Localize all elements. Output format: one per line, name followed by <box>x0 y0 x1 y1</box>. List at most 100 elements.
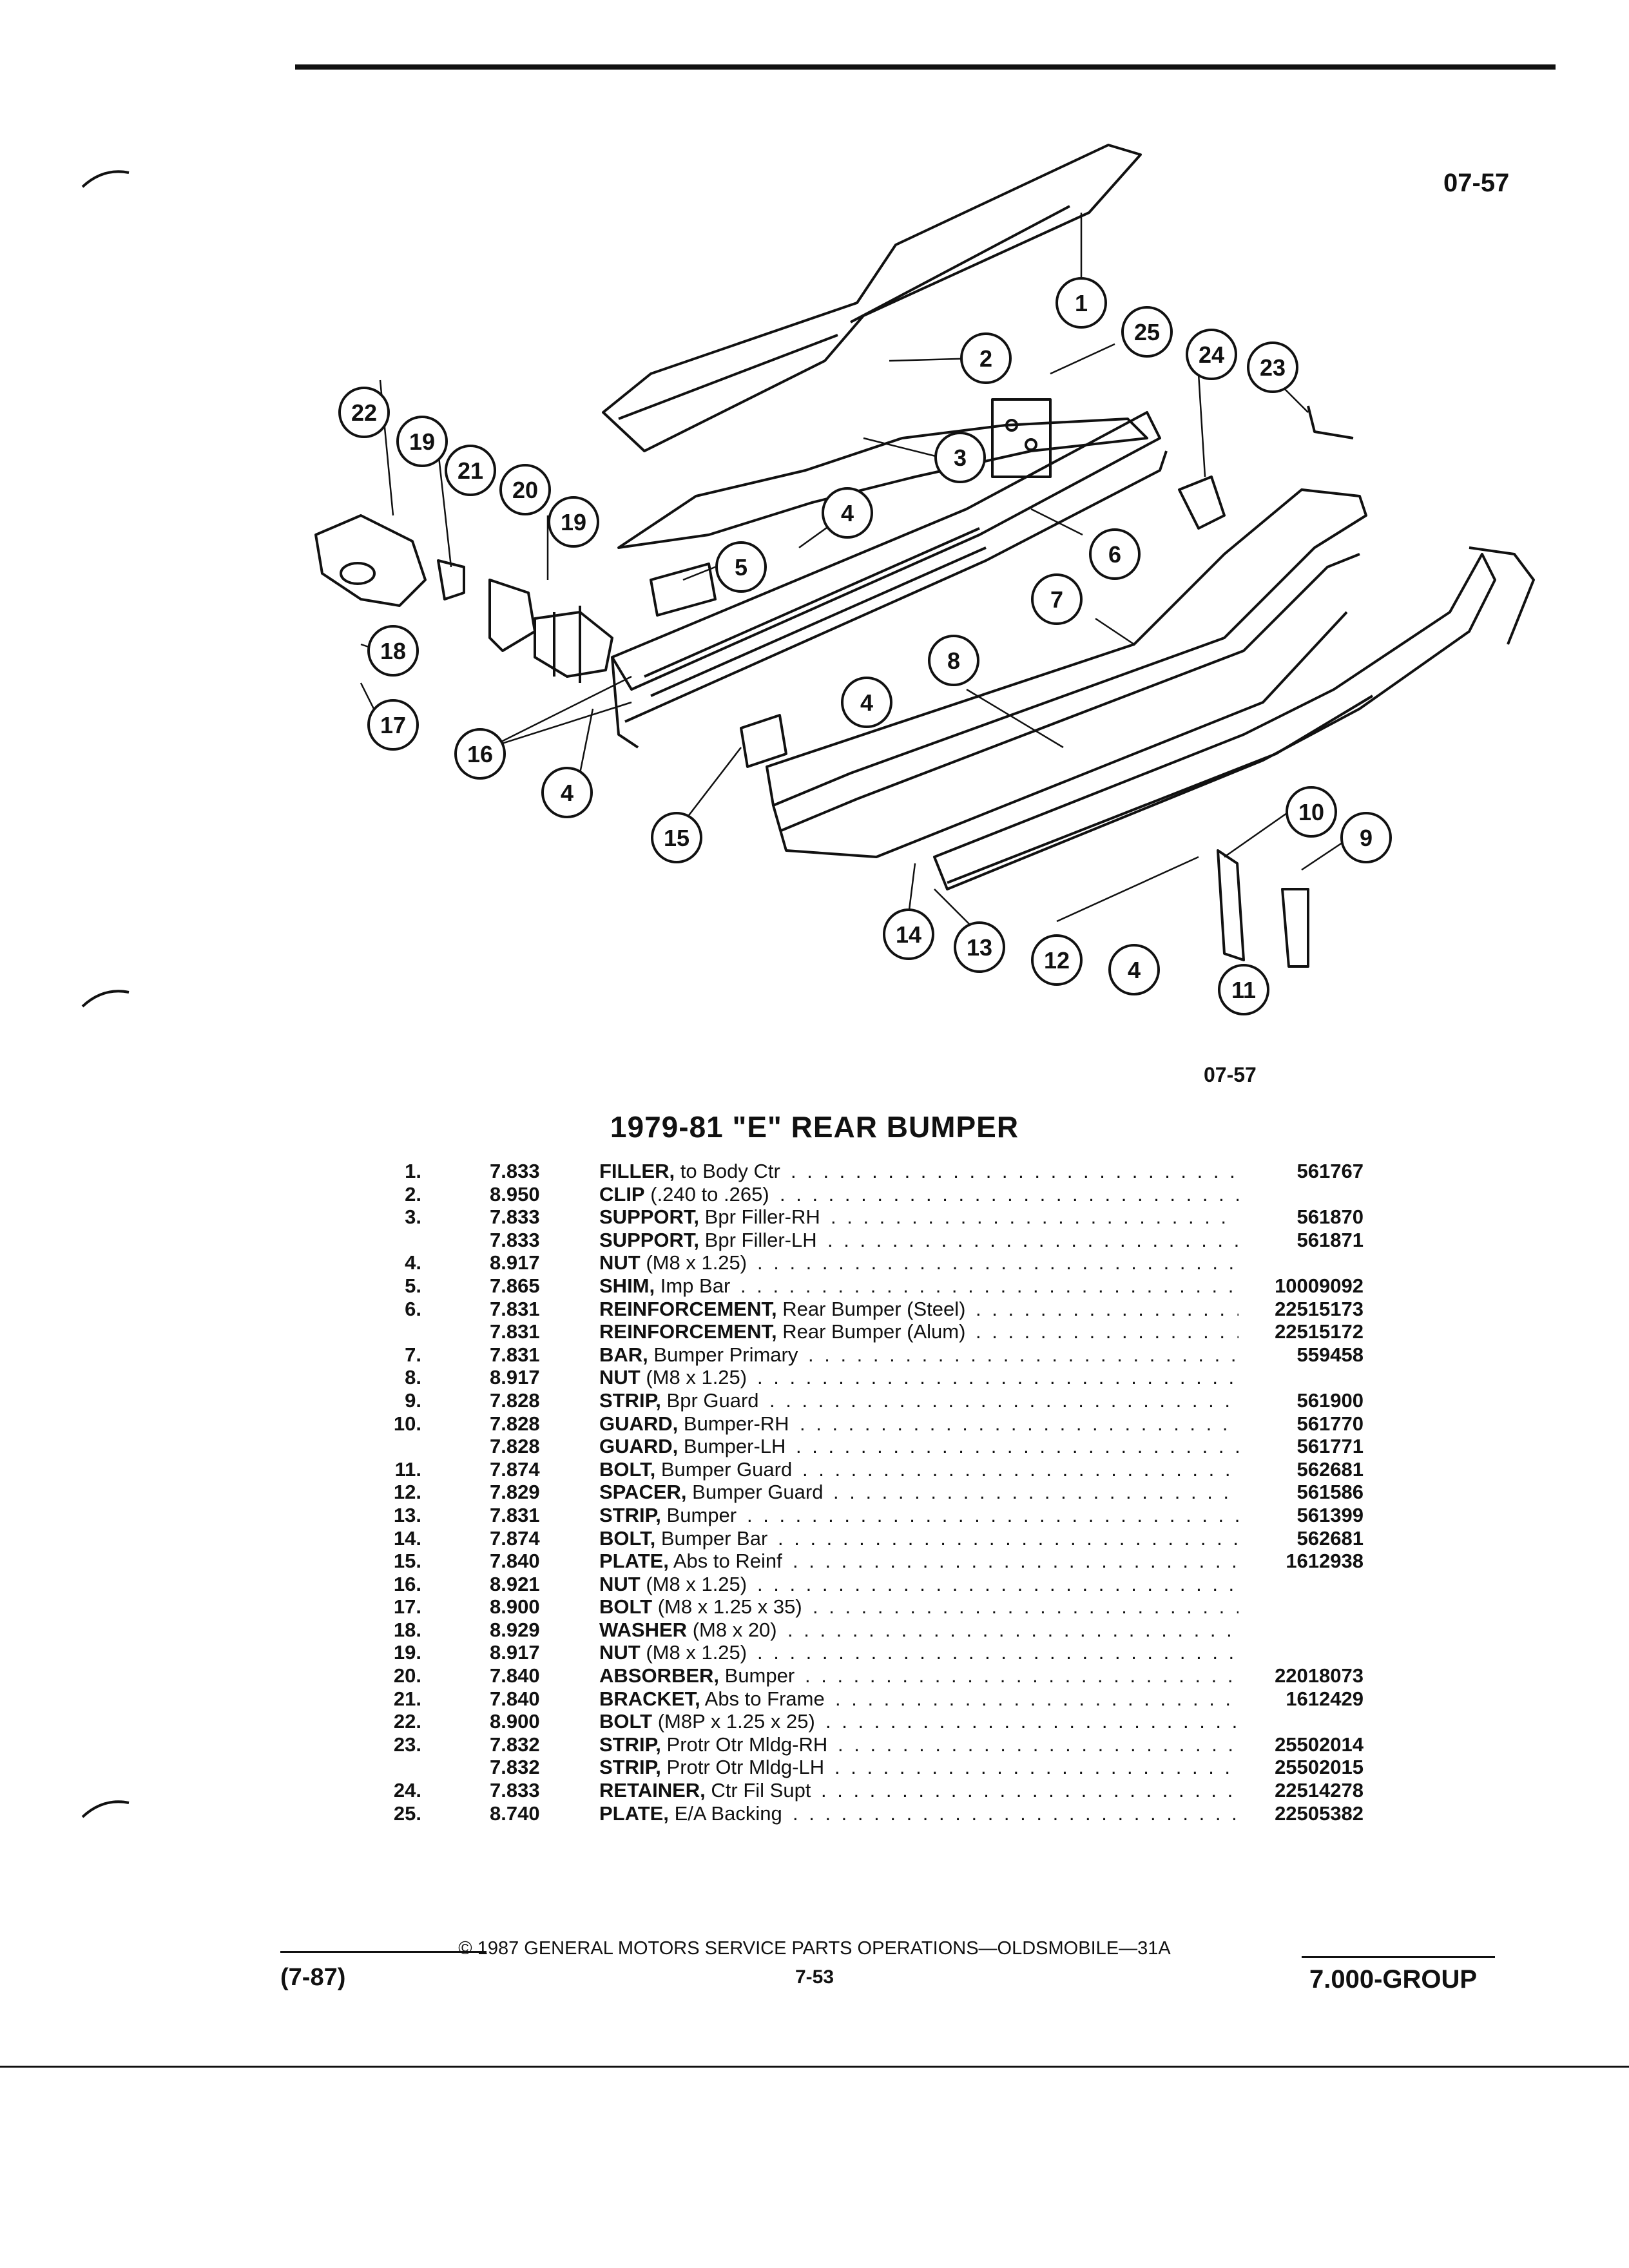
item-number: 5. <box>405 1274 421 1297</box>
leader-dots: . . . . . . . . . . . . . . . . . . . . … <box>757 1251 1239 1274</box>
item-number: 18. <box>393 1618 421 1641</box>
item-description: BAR, Bumper Primary <box>599 1343 798 1367</box>
group-number: 7.840 <box>490 1664 540 1687</box>
svg-text:8: 8 <box>947 648 960 674</box>
item-detail: Rear Bumper (Steel) <box>782 1297 966 1320</box>
group-number: 7.828 <box>490 1412 540 1435</box>
bumper-strip <box>933 553 1496 890</box>
item-number: 1. <box>405 1160 421 1182</box>
part-number: 1612429 <box>1286 1687 1364 1710</box>
item-description: RETAINER, Ctr Fil Supt <box>599 1779 811 1802</box>
item-name: BOLT, <box>599 1457 656 1481</box>
item-name: STRIP, <box>599 1389 661 1412</box>
item-detail: Imp Bar <box>660 1274 731 1297</box>
item-detail: (M8 x 1.25) <box>646 1641 747 1664</box>
item-detail: E/A Backing <box>674 1802 782 1825</box>
item-name: NUT <box>599 1366 641 1389</box>
item-name: BAR, <box>599 1343 648 1366</box>
item-detail: Protr Otr Mldg-LH <box>666 1756 825 1779</box>
parts-row: . . . . . . . . . . . . . . . . . . . . … <box>361 1756 1392 1779</box>
leader-dots: . . . . . . . . . . . . . . . . . . . . … <box>757 1641 1239 1664</box>
item-name: REINFORCEMENT, <box>599 1320 777 1343</box>
item-detail: (M8 x 1.25 x 35) <box>657 1595 802 1619</box>
absorber-plate <box>740 714 787 768</box>
item-description: SUPPORT, Bpr Filler-LH <box>599 1229 817 1252</box>
primary-bumper-bar <box>766 488 1367 807</box>
item-detail: Abs to Frame <box>704 1687 825 1710</box>
leader-dots: . . . . . . . . . . . . . . . . . . . . … <box>835 1687 1239 1710</box>
item-name: STRIP, <box>599 1756 661 1779</box>
part-number: 561586 <box>1296 1481 1364 1504</box>
footer-copyright: © 1987 GENERAL MOTORS SERVICE PARTS OPER… <box>458 1938 1171 1959</box>
item-detail: Bumper <box>724 1664 795 1687</box>
item-description: SHIM, Imp Bar <box>599 1274 730 1298</box>
leader-dots: . . . . . . . . . . . . . . . . . . . . … <box>831 1206 1239 1229</box>
leader-dots: . . . . . . . . . . . . . . . . . . . . … <box>787 1618 1239 1641</box>
bumper-filler-support <box>617 418 1148 549</box>
item-number: 24. <box>393 1779 421 1802</box>
part-number: 22514278 <box>1275 1779 1364 1802</box>
part-number: 25502014 <box>1275 1733 1364 1756</box>
group-number: 8.950 <box>490 1182 540 1206</box>
part-number: 10009092 <box>1275 1274 1364 1297</box>
svg-text:21: 21 <box>458 457 483 484</box>
figure-code-bottom: 07-57 <box>1204 1063 1257 1086</box>
parts-row: . . . . . . . . . . . . . . . . . . . . … <box>361 1550 1392 1573</box>
item-name: BOLT, <box>599 1526 656 1550</box>
group-number: 8.929 <box>490 1618 540 1641</box>
frame-end <box>314 514 427 607</box>
parts-list: . . . . . . . . . . . . . . . . . . . . … <box>361 1160 1392 1825</box>
item-description: BOLT, Bumper Guard <box>599 1458 792 1481</box>
leader-dots: . . . . . . . . . . . . . . . . . . . . … <box>740 1274 1239 1297</box>
group-number: 8.917 <box>490 1251 540 1274</box>
leader-dots: . . . . . . . . . . . . . . . . . . . . … <box>793 1802 1239 1825</box>
group-number: 7.831 <box>490 1297 540 1320</box>
footer-rule-right <box>1302 1956 1495 1958</box>
item-description: BRACKET, Abs to Frame <box>599 1687 825 1711</box>
group-number: 7.832 <box>490 1733 540 1756</box>
item-number: 8. <box>405 1366 421 1389</box>
item-detail: (M8 x 20) <box>692 1618 777 1641</box>
parts-row: . . . . . . . . . . . . . . . . . . . . … <box>361 1687 1392 1711</box>
leader-dots: . . . . . . . . . . . . . . . . . . . . … <box>757 1366 1239 1389</box>
item-detail: (M8 x 1.25) <box>646 1366 747 1389</box>
group-number: 7.840 <box>490 1550 540 1573</box>
figure-code-top: 07-57 <box>1443 169 1510 197</box>
parts-row: . . . . . . . . . . . . . . . . . . . . … <box>361 1641 1392 1664</box>
group-number: 7.833 <box>490 1779 540 1802</box>
parts-row: . . . . . . . . . . . . . . . . . . . . … <box>361 1619 1392 1642</box>
item-description: NUT (M8 x 1.25) <box>599 1573 747 1596</box>
item-detail: Bumper-LH <box>683 1435 786 1458</box>
item-description: SPACER, Bumper Guard <box>599 1481 823 1504</box>
item-name: BRACKET, <box>599 1687 700 1710</box>
parts-row: . . . . . . . . . . . . . . . . . . . . … <box>361 1343 1392 1367</box>
item-number: 22. <box>393 1710 421 1733</box>
svg-text:6: 6 <box>1108 541 1121 568</box>
svg-text:4: 4 <box>841 500 854 526</box>
parts-row: . . . . . . . . . . . . . . . . . . . . … <box>361 1779 1392 1802</box>
group-number: 7.833 <box>490 1228 540 1251</box>
group-number: 8.740 <box>490 1802 540 1825</box>
group-number: 8.917 <box>490 1366 540 1389</box>
leader-dots: . . . . . . . . . . . . . . . . . . . . … <box>757 1572 1239 1595</box>
page-title: 1979-81 "E" REAR BUMPER <box>610 1110 1019 1144</box>
item-name: GUARD, <box>599 1435 679 1458</box>
part-number: 562681 <box>1296 1526 1364 1550</box>
item-name: STRIP, <box>599 1503 661 1526</box>
parts-row: . . . . . . . . . . . . . . . . . . . . … <box>361 1664 1392 1687</box>
parts-row: . . . . . . . . . . . . . . . . . . . . … <box>361 1206 1392 1229</box>
item-detail: (M8 x 1.25) <box>646 1572 747 1595</box>
group-number: 7.833 <box>490 1206 540 1229</box>
item-description: STRIP, Protr Otr Mldg-RH <box>599 1733 827 1756</box>
item-description: REINFORCEMENT, Rear Bumper (Steel) <box>599 1298 965 1321</box>
item-description: STRIP, Bumper <box>599 1504 737 1527</box>
leader-dots: . . . . . . . . . . . . . . . . . . . . … <box>827 1228 1239 1251</box>
svg-text:17: 17 <box>380 712 406 738</box>
part-number: 561770 <box>1296 1412 1364 1435</box>
parts-row: . . . . . . . . . . . . . . . . . . . . … <box>361 1389 1392 1412</box>
item-description: NUT (M8 x 1.25) <box>599 1251 747 1274</box>
top-rule <box>295 64 1556 70</box>
item-description: REINFORCEMENT, Rear Bumper (Alum) <box>599 1320 965 1343</box>
group-number: 7.832 <box>490 1756 540 1779</box>
leader-dots: . . . . . . . . . . . . . . . . . . . . … <box>976 1297 1239 1320</box>
